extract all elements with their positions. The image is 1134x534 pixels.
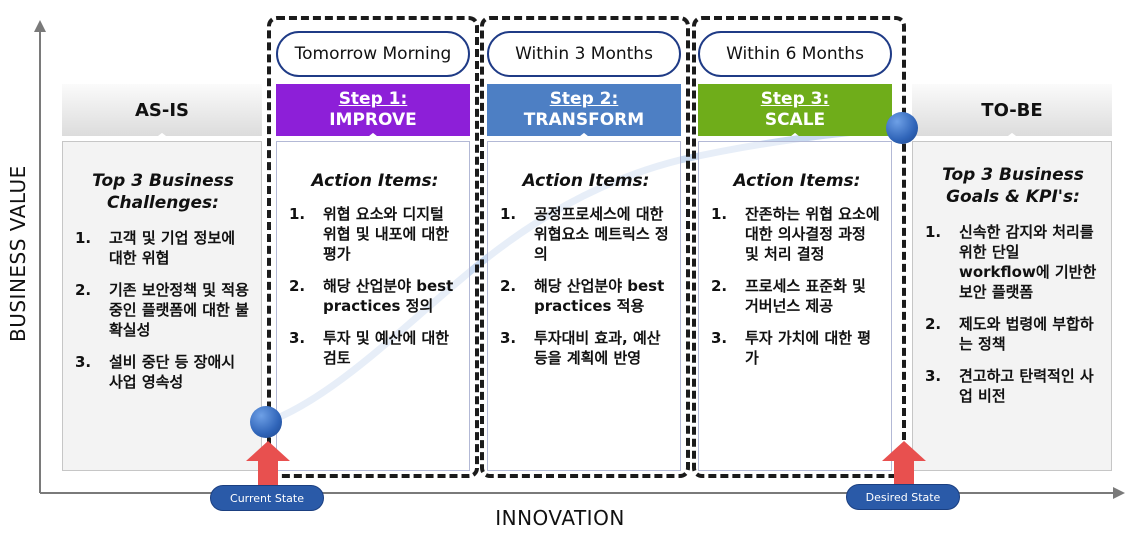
desired-state-label: Desired State [846,484,960,510]
list-item: 1. 잔존하는 위협 요소에 대한 의사결정 과정 및 처리 결정 [711,204,883,264]
action-items-list: 1. 공정프로세스에 대한 위협요소 메트릭스 정의 2. 해당 산업분야 best … [500,204,672,368]
action-items-title: Action Items: [522,171,650,191]
item-number: 2. [289,277,306,295]
item-text: 기존 보안정책 및 적용중인 플랫폼에 대한 불확실성 [109,281,249,339]
list-item: 2. 해당 산업분야 best practices 정의 [289,276,461,316]
step-label: Step 1: [338,89,408,109]
to-be-panel: Top 3 Business Goals & KPI's: 1. 신속한 감지와 … [912,141,1112,471]
item-text: 해당 산업분야 best practices 적용 [534,277,665,315]
list-item: 2. 해당 산업분야 best practices 적용 [500,276,672,316]
item-text: 위협 요소와 디지털 위협 및 내포에 대한 평가 [323,205,450,263]
item-text: 신속한 감지와 처리를 위한 단일 workflow에 기반한 보안 플랫폼 [959,223,1097,301]
step-label: Step 2: [549,89,619,109]
item-number: 1. [75,229,92,247]
item-number: 1. [925,223,942,241]
action-items-list: 1. 잔존하는 위협 요소에 대한 의사결정 과정 및 처리 결정 2. 프로세스 표… [711,204,883,368]
step-panel-2: Action Items: 1. 공정프로세스에 대한 위협요소 메트릭스 정의 2.… [487,141,681,471]
list-item: 3. 투자 및 예산에 대한 검토 [289,328,461,368]
x-axis-label: INNOVATION [495,506,625,530]
list-item: 3. 견고하고 탄력적인 사업 비전 [925,366,1101,406]
timeframe-label-3: Within 6 Months [698,31,892,77]
list-item: 1. 위협 요소와 디지털 위협 및 내포에 대한 평가 [289,204,461,264]
item-text: 제도와 법령에 부합하는 정책 [959,315,1094,353]
timeframe-box-2 [480,16,690,478]
step-panel-3: Action Items: 1. 잔존하는 위협 요소에 대한 의사결정 과정 및 … [698,141,892,471]
to-be-list: 1. 신속한 감지와 처리를 위한 단일 workflow에 기반한 보안 플랫폼… [925,222,1101,406]
action-items-title: Action Items: [733,171,861,191]
item-number: 2. [925,315,942,333]
item-number: 1. [289,205,306,223]
step-header-2: Step 2:TRANSFORM [487,84,681,136]
list-item: 2. 제도와 법령에 부합하는 정책 [925,314,1101,354]
desired-state-arrow-icon [882,441,926,486]
item-number: 2. [500,277,517,295]
item-text: 해당 산업분야 best practices 정의 [323,277,454,315]
item-number: 3. [711,329,728,347]
step-name: SCALE [764,110,826,130]
item-number: 3. [289,329,306,347]
timeframe-box-1 [267,16,479,478]
action-items-title: Action Items: [311,171,439,191]
list-item: 2. 프로세스 표준화 및 거버넌스 제공 [711,276,883,316]
item-text: 고객 및 기업 정보에 대한 위협 [109,229,236,267]
as-is-title: Top 3 Business Challenges: [92,171,234,213]
timeframe-label-1: Tomorrow Morning [276,31,470,77]
step-name: TRANSFORM [523,110,645,130]
item-number: 1. [500,205,517,223]
step-header-3: Step 3:SCALE [698,84,892,136]
item-text: 프로세스 표준화 및 거버넌스 제공 [745,277,866,315]
current-state-label: Current State [210,485,324,511]
timeframe-label-2: Within 3 Months [487,31,681,77]
to-be-header: TO-BE [912,84,1112,136]
list-item: 1. 공정프로세스에 대한 위협요소 메트릭스 정의 [500,204,672,264]
list-item: 3. 투자대비 효과, 예산 등을 계획에 반영 [500,328,672,368]
as-is-header: AS-IS [62,84,262,136]
item-number: 3. [75,353,92,371]
item-text: 잔존하는 위협 요소에 대한 의사결정 과정 및 처리 결정 [745,205,880,263]
item-text: 투자대비 효과, 예산 등을 계획에 반영 [534,329,661,367]
list-item: 2. 기존 보안정책 및 적용중인 플랫폼에 대한 불확실성 [75,280,251,340]
list-item: 1. 신속한 감지와 처리를 위한 단일 workflow에 기반한 보안 플랫폼 [925,222,1101,302]
step-label: Step 3: [760,89,830,109]
step-name: IMPROVE [329,110,417,130]
item-text: 설비 중단 등 장애시 사업 영속성 [109,353,236,391]
item-number: 2. [711,277,728,295]
current-state-node [250,406,282,438]
step-panel-1: Action Items: 1. 위협 요소와 디지털 위협 및 내포에 대한 평가… [276,141,470,471]
item-text: 투자 가치에 대한 평가 [745,329,872,367]
list-item: 1. 고객 및 기업 정보에 대한 위협 [75,228,251,268]
list-item: 3. 투자 가치에 대한 평가 [711,328,883,368]
desired-state-node [886,112,918,144]
item-text: 견고하고 탄력적인 사업 비전 [959,367,1094,405]
current-state-arrow-icon [246,441,290,486]
step-header-1: Step 1:IMPROVE [276,84,470,136]
as-is-panel: Top 3 Business Challenges: 1. 고객 및 기업 정보에… [62,141,262,471]
list-item: 3. 설비 중단 등 장애시 사업 영속성 [75,352,251,392]
to-be-title: Top 3 Business Goals & KPI's: [942,165,1084,207]
item-number: 3. [500,329,517,347]
action-items-list: 1. 위협 요소와 디지털 위협 및 내포에 대한 평가 2. 해당 산업분야 bes… [289,204,461,368]
item-number: 2. [75,281,92,299]
item-number: 1. [711,205,728,223]
item-text: 공정프로세스에 대한 위협요소 메트릭스 정의 [534,205,669,263]
timeframe-box-3 [692,16,906,478]
as-is-list: 1. 고객 및 기업 정보에 대한 위협 2. 기존 보안정책 및 적용중인 플랫폼에… [75,228,251,392]
item-number: 3. [925,367,942,385]
item-text: 투자 및 예산에 대한 검토 [323,329,450,367]
